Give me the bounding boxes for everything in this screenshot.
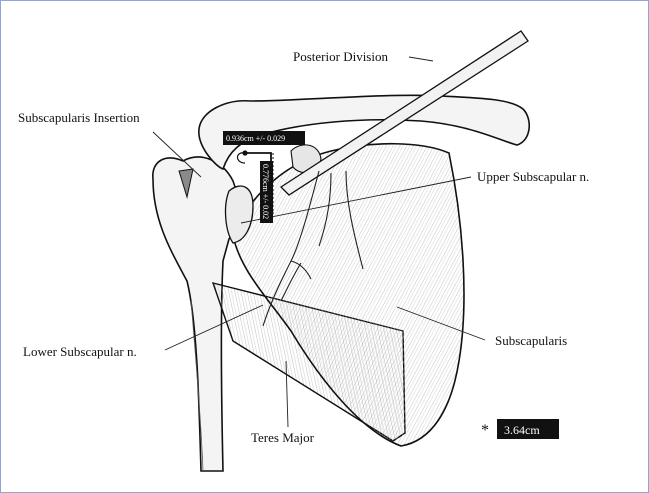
label-teres-major: Teres Major — [251, 430, 315, 445]
label-posterior-division: Posterior Division — [293, 49, 388, 64]
horizontal-measurement-text: 0.936cm +/- 0.029 — [226, 134, 285, 143]
label-subscapularis-insertion: Subscapularis Insertion — [18, 110, 140, 125]
vertical-measurement-text: 0.776cm +/- 0.02 — [261, 164, 270, 219]
label-upper-subscapular: Upper Subscapular n. — [477, 169, 589, 184]
scale-value: 3.64cm — [504, 423, 540, 437]
scale-asterisk: * — [481, 422, 489, 439]
posterior-division-leader — [409, 57, 433, 61]
label-subscapularis: Subscapularis — [495, 333, 567, 348]
label-lower-subscapular: Lower Subscapular n. — [23, 344, 137, 359]
